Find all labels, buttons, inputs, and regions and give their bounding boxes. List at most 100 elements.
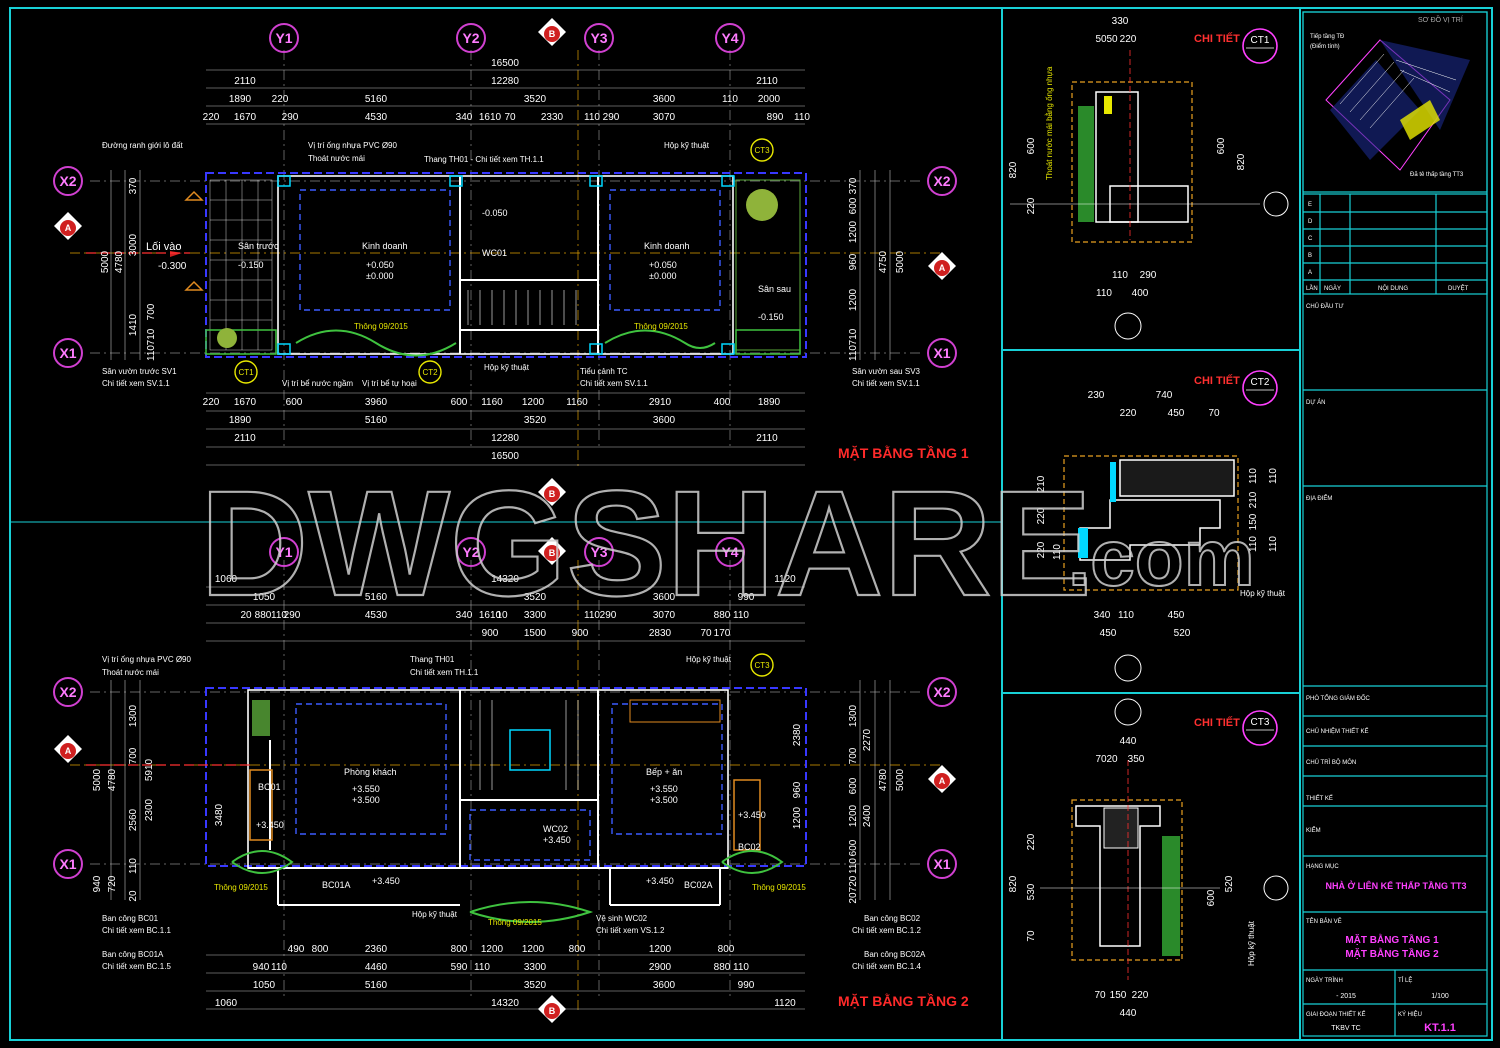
plan2-room-labels: Phòng khách +3.550 +3.500 Bếp + ăn +3.55… [214,767,806,927]
dim-text: 1300 [128,704,139,727]
svg-text:Y4: Y4 [721,30,738,46]
svg-text:X1: X1 [933,345,950,361]
dim-text: 4780 [114,250,125,273]
svg-text:Y2: Y2 [462,30,479,46]
dim-text: 940 [92,875,103,892]
dim-text: 4750 [878,250,889,273]
dim-text: 820 [1008,161,1019,178]
entry-label: Lối vào [146,241,181,253]
grid-bubble-y2: Y2 [456,537,486,567]
room-level: +3.450 [256,820,284,830]
sheet-number: KT.1.1 [1424,1022,1456,1034]
dim-text: 1200 [848,288,859,311]
svg-text:B: B [549,1006,556,1016]
detail-title: CHI TIẾT [1194,716,1240,729]
dim-text: 1060 [215,574,238,585]
callout-ct3: CT3 [754,661,770,670]
dim-text: 710 [848,328,859,345]
dim-text: 3520 [524,94,547,105]
room-level: +0.050 [649,260,677,270]
dim-text: 350 [1128,754,1145,765]
dim-text: 220 [1132,990,1149,1001]
dim-text: 110 [848,858,859,874]
dim-text: 20 [240,610,252,621]
dim-text: 2830 [649,628,672,639]
dim-text: 110 [1268,536,1279,552]
section-marker-a-right-2: A [928,765,956,793]
dim-text: 110 [1118,610,1134,621]
dim-text: 150 [1248,513,1259,530]
rev-header: NỘI DUNG [1378,285,1408,292]
dim-text: 530 [1026,883,1037,900]
room-level: +3.450 [646,876,674,886]
dim-text: 290 [600,610,617,621]
dim-text: 110 [1248,468,1259,484]
field-date-label: NGÀY TRÌNH [1306,977,1343,984]
dim-text: 5160 [365,415,388,426]
dim-text: 2300 [144,798,155,821]
room-name: BC01A [322,880,351,890]
svg-text:X1: X1 [59,856,76,872]
dim-text: 3960 [365,397,388,408]
dim-text: 490 [288,944,305,955]
dim-text: 150 [1110,990,1127,1001]
dim-text: 290 [603,112,620,123]
field-scale-label: TỈ LỆ [1398,976,1412,984]
plant-label: Thông 09/2015 [214,883,268,892]
svg-text:A: A [65,223,72,233]
dim-text: 1050 [253,980,276,991]
room-level: -0.050 [482,208,508,218]
svg-text:X1: X1 [59,345,76,361]
dim-text: 2400 [862,804,873,827]
dim-text: 220 [272,94,289,105]
dim-text: 1500 [524,628,547,639]
grid-bubble-x2-left: X2 [53,677,83,707]
detail-ct2: CHI TIẾT CT2 230 740 220 450 70 210 220 … [1036,370,1286,682]
dim-text: 900 [572,628,589,639]
dim-text: 5000 [92,768,103,791]
watermark-suffix: .com [1068,513,1255,602]
dim-text: 5000 [100,250,111,273]
room-level: -0.150 [758,312,784,322]
dim-text: 110 [1268,468,1279,484]
dim-text: 110 [848,345,859,361]
annotation: Vị trí bể nước ngầm [282,379,353,388]
dim-text: 400 [714,397,731,408]
svg-text:X2: X2 [59,684,76,700]
dim-text: 800 [718,944,735,955]
dim-text: 220 [1026,833,1037,850]
dim-text: 2360 [365,944,388,955]
dim-text: 370 [128,177,139,194]
dim-text: 1670 [234,397,257,408]
svg-text:X2: X2 [59,173,76,189]
plan1-grid-bubbles: Y1 Y2 Y3 Y4 X2 X1 X2 X1 B A A B [53,18,957,506]
dim-text: 940 [253,962,270,973]
detail-title: CHI TIẾT [1194,374,1240,387]
svg-text:X1: X1 [933,856,950,872]
room-level: +3.550 [352,784,380,794]
dim-text: 2110 [756,76,778,87]
detail-code: CT1 [1251,35,1270,46]
field-deputy: PHÓ TỔNG GIÁM ĐỐC [1306,695,1371,702]
dim-text: 4780 [107,768,118,791]
dim-text: 220 [1026,197,1037,214]
svg-text:B: B [549,29,556,39]
field-phase-label: GIAI ĐOẠN THIẾT KẾ [1306,1011,1365,1018]
callout-ct1: CT1 [238,368,254,377]
room-level: +3.500 [650,795,678,805]
dim-text: 220 [1036,541,1047,558]
plan-floor-1 [70,50,940,470]
dim-text: 3070 [653,112,676,123]
dim-text: 220 [1036,507,1047,524]
room-name: BC01 [258,782,281,792]
section-marker-b-top-2: B [538,537,566,565]
annotation: Chi tiết xem SV.1.1 [852,379,920,388]
dim-text: 960 [792,781,803,798]
dim-text: 2330 [541,112,564,123]
dim-text: 2560 [128,808,139,831]
svg-text:B: B [549,489,556,499]
revision-letter: E [1308,202,1312,208]
dim-text: 720 [848,875,859,892]
dim-text: 110 [1052,544,1063,560]
site-label: (Điểm tính) [1310,43,1340,50]
